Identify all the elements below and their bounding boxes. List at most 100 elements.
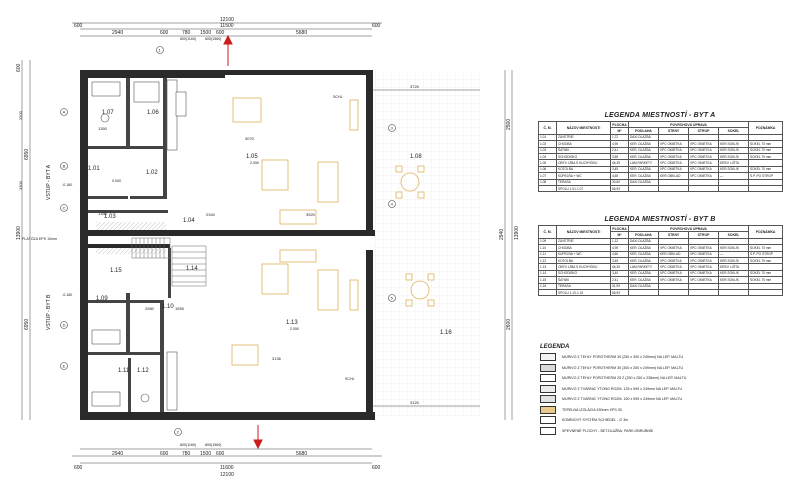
material-swatch: [540, 363, 556, 372]
table-cell: [748, 184, 784, 193]
room-label: 1.02: [146, 170, 158, 176]
dim-right-total: 13900: [514, 226, 520, 240]
dim-top-sublabel: 805(1560): [205, 37, 221, 41]
col-header: POZNÁMKA: [748, 225, 784, 239]
room-area: 2.050: [290, 327, 299, 331]
material-label: MURIVO Z TEHLY POROTHERM 30 (300 x 250 x…: [562, 365, 684, 370]
material-swatch: [540, 374, 556, 383]
axis-label: 3: [391, 126, 394, 131]
material-row: MURIVO Z TVÁRNIC YTONG ROZM. 150 x 599 x…: [540, 394, 780, 405]
dim-top-sublabel: 800(1160): [180, 37, 196, 41]
material-row: MURIVO Z TEHLY POROTHERM 30 (250 x 300 x…: [540, 352, 780, 363]
table-cell: [748, 263, 784, 271]
staircase: [131, 237, 207, 287]
dim-bottom-seg: 600: [216, 451, 225, 457]
dim-inner: 3920: [306, 212, 316, 217]
room-label: 1.03: [104, 214, 116, 220]
material-row: SPEVNENÉ PLOCHY - BET.DLAŽBA, PARK.OBRUB…: [540, 426, 780, 437]
room-label: 1.13: [286, 320, 298, 326]
section-marker-bottom: [253, 425, 263, 450]
table-cell: DREV. LIŠTA: [717, 263, 750, 271]
dim-bottom-right: 600: [372, 465, 381, 471]
material-swatch: [540, 426, 556, 435]
room-label: 1.09: [96, 296, 108, 302]
material-label: MURIVO Z TVÁRNIC YTONG ROZM. 150 x 599 x…: [562, 397, 683, 402]
dim-top-seg: 2940: [112, 30, 123, 36]
dim-top-seg: 1500: [200, 30, 211, 36]
material-label: SPEVNENÉ PLOCHY - BET.DLAŽBA, PARK.OBRUB…: [562, 428, 654, 433]
dimension-lines: [21, 22, 513, 464]
table-cell: [688, 288, 719, 297]
dim-bottom-sub: 11600: [220, 465, 234, 471]
material-row: MURIVO Z TEHLY POROTHERM 30 (300 x 250 x…: [540, 363, 780, 374]
dim-left-part: 6950: [24, 319, 30, 330]
axis-label: E: [63, 364, 66, 369]
exterior-walls: [80, 70, 375, 420]
room-label: 1.16: [440, 330, 452, 336]
axis-markers: [60, 46, 396, 436]
entrance-label-b: VSTUP - BYT B: [46, 294, 52, 330]
legend-materials: LEGENDA MURIVO Z TEHLY POROTHERM 30 (250…: [540, 344, 780, 436]
table-cell: [658, 184, 689, 193]
dim-bottom-left: 600: [74, 465, 83, 471]
materials-title: LEGENDA: [540, 344, 570, 350]
table-cell: KER.SOKLÍK: [717, 269, 750, 278]
stair-hatch-a: [96, 222, 166, 230]
dim-top-seg: 780: [182, 30, 191, 36]
dim-inner: 1555: [175, 306, 185, 311]
dim-top-seg: 600: [216, 30, 225, 36]
room-label: 1.04: [183, 218, 195, 224]
table-cell: SOKEL 70 mm: [748, 269, 784, 278]
level-label: 0.000: [112, 179, 121, 183]
dim-left-total: 13900: [16, 226, 22, 240]
material-row: KOMÍNOVÝ SYSTÉM SCHIEDEL - ∅ 3m: [540, 415, 780, 426]
legend-byt-a: LEGENDA MIESTNOSTÍ - BYT A Č. M. NÁZOV M…: [538, 112, 784, 193]
axis-label: B: [63, 164, 66, 169]
dim-bottom-total: 12100: [220, 472, 234, 478]
room-label: 1.07: [102, 110, 114, 116]
table-cell: 66,93: [610, 184, 629, 193]
bathroom-fixtures-b: [91, 329, 150, 407]
dim-right-part: 2600: [506, 319, 512, 330]
col-header: Č. M.: [538, 225, 557, 239]
dim-bottom-seg: 5680: [296, 451, 307, 457]
terrace-table-a: [395, 165, 425, 199]
fireplace-label: SCHL: [333, 95, 343, 99]
dim-top-seg: 5680: [296, 30, 307, 36]
section-marker-top: [223, 34, 233, 66]
dim-right-part: 2500: [506, 119, 512, 130]
legend-table: Č. M. NÁZOV MIESTNOSTI PLOCHA POVRCHOVÁ …: [538, 224, 784, 297]
dim-inner: 3136: [272, 356, 282, 361]
terrace-table-b: [405, 273, 435, 307]
axis-label: 2: [177, 430, 180, 435]
dim-left-part: 6950: [24, 149, 30, 160]
material-swatch: [540, 395, 556, 404]
dim-top-right: 600: [372, 23, 381, 29]
materials-list: MURIVO Z TEHLY POROTHERM 30 (250 x 300 x…: [540, 352, 780, 436]
axis-label: 1: [159, 48, 162, 53]
dim-inner: 3120: [410, 400, 420, 405]
terrace-paving: [372, 72, 480, 418]
room-label: 1.05: [246, 154, 258, 160]
dim-bottom-seg: 2940: [112, 451, 123, 457]
interior-walls: [88, 78, 171, 412]
axis-label: 4: [391, 202, 394, 207]
material-swatch: [540, 416, 556, 425]
platform-note: PLATÓZA EPS 10mm: [22, 236, 57, 241]
room-label: 1.01: [88, 166, 100, 172]
legend-title: LEGENDA MIESTNOSTÍ - BYT B: [604, 216, 716, 223]
dim-inner: 2580: [145, 306, 155, 311]
dim-top-total: 12100: [220, 17, 234, 23]
room-label: 1.08: [410, 154, 422, 160]
